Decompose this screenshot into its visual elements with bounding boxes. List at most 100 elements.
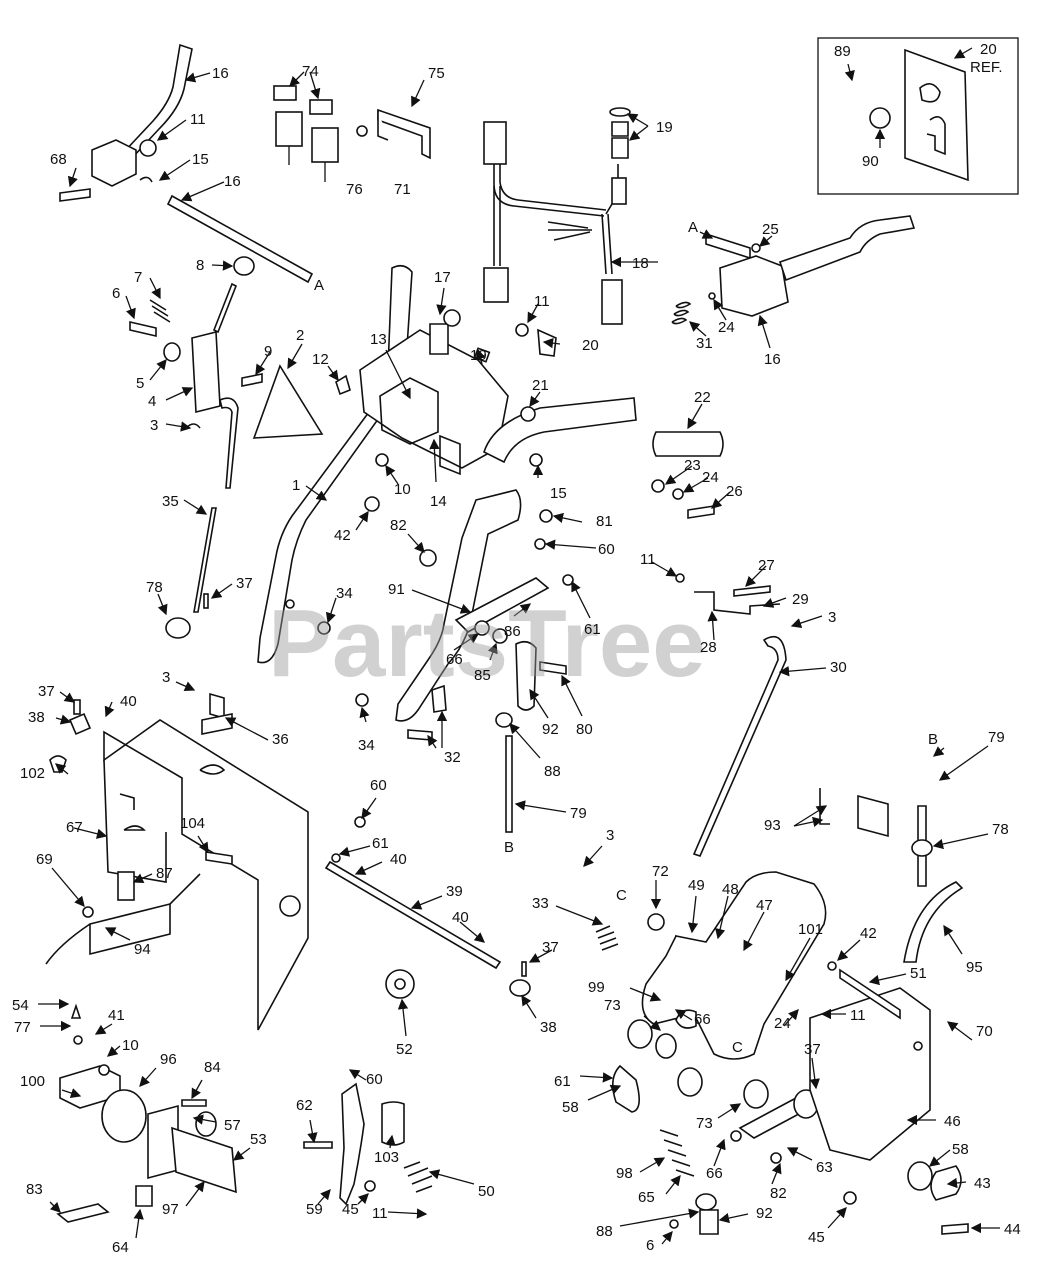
callout-40: 40	[452, 909, 469, 926]
keys-part-74	[273, 85, 339, 182]
callout-25: 25	[762, 221, 779, 238]
callout-94: 94	[134, 941, 151, 958]
washer-part-52	[385, 969, 415, 999]
callout-35: 35	[162, 493, 179, 510]
callout-59: 59	[306, 1201, 323, 1218]
callout-28: 28	[700, 639, 717, 656]
inset-callout-20: 20	[980, 41, 997, 58]
callout-19: 19	[470, 347, 487, 364]
callout-82: 82	[770, 1185, 787, 1202]
rod-part-39	[324, 816, 531, 997]
callout-34: 34	[336, 585, 353, 602]
shift-lever-right-part-16	[671, 215, 916, 325]
callout-A: A	[314, 277, 324, 294]
callout-10: 10	[394, 481, 411, 498]
callout-27: 27	[758, 557, 775, 574]
callout-66: 66	[706, 1165, 723, 1182]
callout-60: 60	[598, 541, 615, 558]
inset-detail	[817, 37, 1019, 195]
callout-53: 53	[250, 1131, 267, 1148]
bottom-left-assembly	[56, 1003, 237, 1223]
inset-callout-90: 90	[862, 153, 879, 170]
callout-32: 32	[444, 749, 461, 766]
callout-60: 60	[366, 1071, 383, 1088]
callout-2: 2	[296, 327, 304, 344]
callout-21: 21	[532, 377, 549, 394]
callout-70: 70	[976, 1023, 993, 1040]
callout-93: 93	[764, 817, 781, 834]
bracket-part-2	[241, 364, 351, 439]
frame-part-1	[257, 264, 509, 664]
callout-62: 62	[296, 1097, 313, 1114]
control-part-94	[45, 851, 233, 965]
callout-labels: 16 11 68 15 16 A 74 75 76 71 19 18 8 7 6…	[12, 63, 1021, 1256]
callout-37: 37	[804, 1041, 821, 1058]
callout-9: 9	[264, 343, 272, 360]
callout-17: 17	[434, 269, 451, 286]
callout-24: 24	[702, 469, 719, 486]
callout-19: 19	[656, 119, 673, 136]
callout-79: 79	[570, 805, 587, 822]
callout-14: 14	[430, 493, 447, 510]
callout-45: 45	[342, 1201, 359, 1218]
callout-3: 3	[828, 609, 836, 626]
callout-73: 73	[696, 1115, 713, 1132]
callout-5: 5	[136, 375, 144, 392]
callout-86: 86	[504, 623, 521, 640]
callout-23: 23	[684, 457, 701, 474]
callout-33: 33	[532, 895, 549, 912]
callout-60: 60	[370, 777, 387, 794]
callout-4: 4	[148, 393, 156, 410]
callout-61: 61	[554, 1073, 571, 1090]
rod-part-30	[692, 635, 787, 857]
callout-16: 16	[764, 351, 781, 368]
rod-part-35	[165, 397, 239, 639]
callout-91: 91	[388, 581, 405, 598]
callout-73: 73	[604, 997, 621, 1014]
callout-3: 3	[150, 417, 158, 434]
callout-45: 45	[808, 1229, 825, 1246]
callout-46: 46	[944, 1113, 961, 1130]
callout-10: 10	[122, 1037, 139, 1054]
callout-24: 24	[774, 1015, 791, 1032]
leader-lines	[38, 71, 1000, 1245]
linkage-part-4	[129, 282, 238, 429]
callout-C: C	[616, 887, 627, 904]
callout-61: 61	[372, 835, 389, 852]
callout-66: 66	[446, 651, 463, 668]
callout-78: 78	[992, 821, 1009, 838]
handle-part-22	[483, 397, 724, 519]
callout-72: 72	[652, 863, 669, 880]
callout-47: 47	[756, 897, 773, 914]
callout-99: 99	[588, 979, 605, 996]
callout-84: 84	[204, 1059, 221, 1076]
inset-callout-89: 89	[834, 43, 851, 60]
callout-13: 13	[370, 331, 387, 348]
inset-callout-ref: REF.	[970, 59, 1003, 76]
callout-24: 24	[718, 319, 735, 336]
callout-102: 102	[20, 765, 45, 782]
callout-88: 88	[544, 763, 561, 780]
callout-11: 11	[190, 111, 206, 128]
bracket-part-71	[356, 108, 431, 160]
callout-92: 92	[542, 721, 559, 738]
callout-104: 104	[180, 815, 205, 832]
callout-81: 81	[596, 513, 613, 530]
callout-42: 42	[334, 527, 351, 544]
callout-11: 11	[534, 293, 550, 310]
chassis-part-67	[49, 692, 309, 1031]
callout-64: 64	[112, 1239, 129, 1256]
callout-100: 100	[20, 1073, 45, 1090]
callout-37: 37	[38, 683, 55, 700]
callout-31: 31	[696, 335, 713, 352]
callout-18: 18	[632, 255, 649, 272]
callout-57: 57	[224, 1117, 241, 1134]
callout-7: 7	[134, 269, 142, 286]
callout-16: 16	[212, 65, 229, 82]
callout-68: 68	[50, 151, 67, 168]
callout-63: 63	[816, 1159, 833, 1176]
callout-95: 95	[966, 959, 983, 976]
fasteners	[317, 323, 781, 833]
callout-85: 85	[474, 667, 491, 684]
